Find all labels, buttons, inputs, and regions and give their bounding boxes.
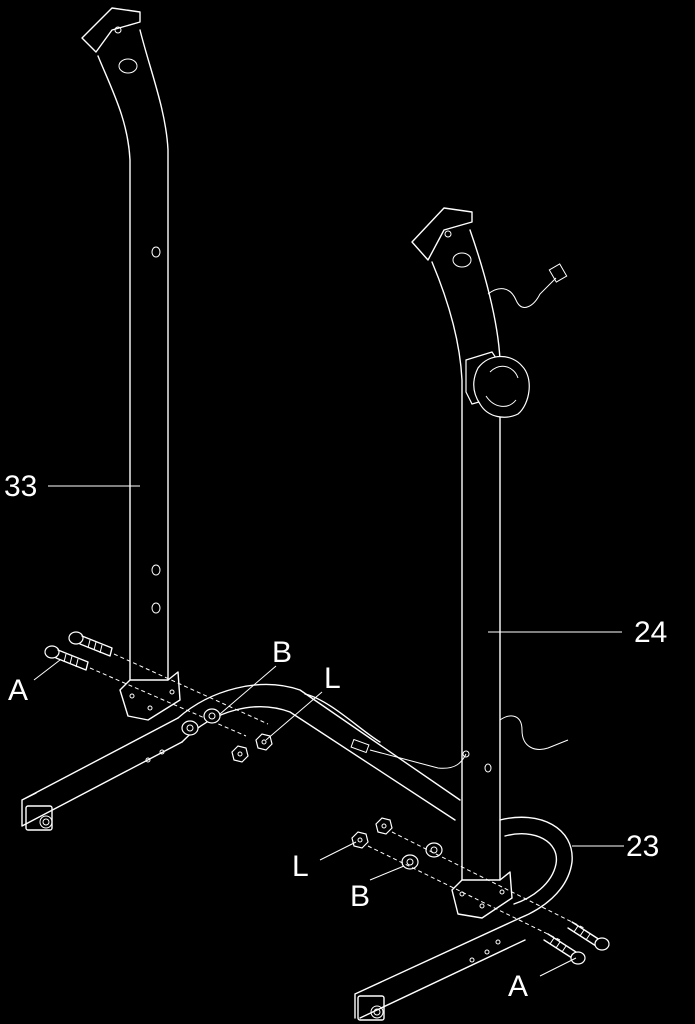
left-hardware bbox=[44, 631, 273, 763]
label-b-left: B bbox=[272, 636, 292, 669]
label-part-33: 33 bbox=[4, 470, 37, 503]
label-a-right: A bbox=[508, 970, 528, 1003]
right-hardware bbox=[351, 817, 610, 965]
base-frame bbox=[21, 683, 573, 1021]
label-part-23: 23 bbox=[626, 830, 659, 863]
label-b-right: B bbox=[350, 880, 370, 913]
right-upright bbox=[350, 207, 569, 919]
label-l-left: L bbox=[324, 662, 341, 695]
left-upright bbox=[81, 7, 181, 721]
label-part-24: 24 bbox=[634, 616, 667, 649]
leader-lines bbox=[33, 485, 624, 977]
label-a-left: A bbox=[8, 674, 28, 707]
label-l-right: L bbox=[292, 850, 309, 883]
